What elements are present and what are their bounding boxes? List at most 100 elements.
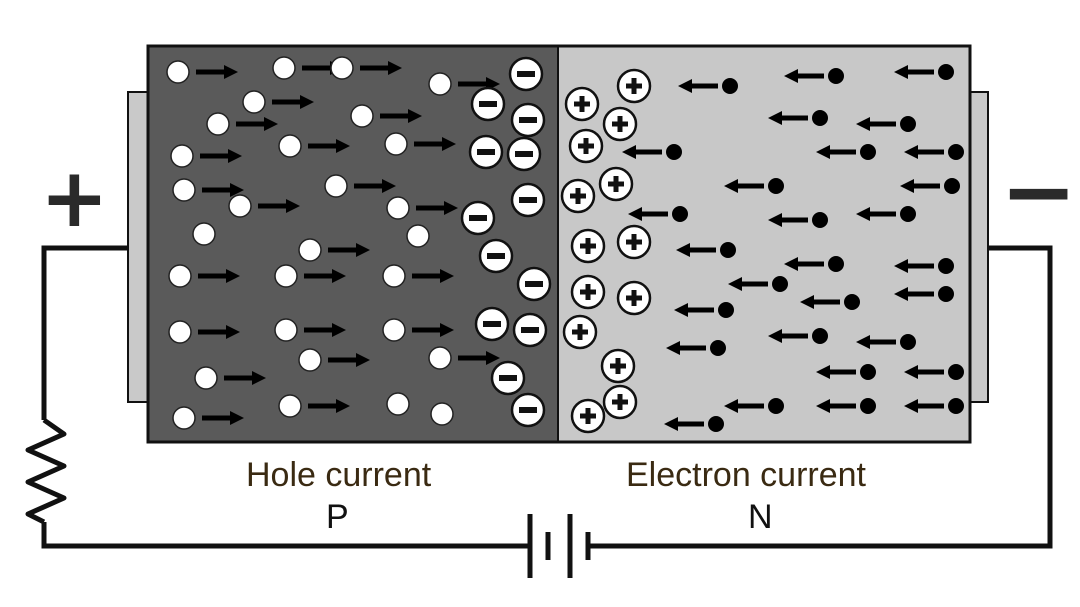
negative-ion-icon xyxy=(510,102,546,138)
arrow-right-icon xyxy=(458,351,500,365)
negative-ion-icon xyxy=(512,312,548,348)
electron-carrier xyxy=(816,364,876,380)
hole-carrier xyxy=(194,366,266,390)
arrow-left-icon xyxy=(768,329,808,343)
arrow-left-icon xyxy=(674,303,714,317)
hole-carrier xyxy=(382,318,454,342)
positive-ion-icon xyxy=(564,86,600,122)
electron-carrier xyxy=(728,276,788,292)
arrow-right-icon xyxy=(224,371,266,385)
arrow-left-icon xyxy=(724,399,764,413)
hole-carrier xyxy=(168,264,240,288)
electron-carrier xyxy=(664,416,724,432)
positive-ion-icon xyxy=(616,280,652,316)
arrow-right-icon xyxy=(202,183,244,197)
positive-ion-icon xyxy=(570,274,606,310)
carriers-layer xyxy=(166,56,964,434)
hole-carrier xyxy=(382,264,454,288)
arrow-left-icon xyxy=(768,111,808,125)
n-region-caption: Electron current xyxy=(626,456,866,494)
negative-ion-icon xyxy=(510,182,546,218)
hole-carrier xyxy=(350,104,422,128)
arrow-left-icon xyxy=(904,145,944,159)
electron-carrier xyxy=(666,340,726,356)
negative-ion-icon xyxy=(508,56,544,92)
negative-ion-icon xyxy=(510,392,546,428)
arrow-left-icon xyxy=(894,259,934,273)
arrow-right-icon xyxy=(354,179,396,193)
hole-carrier xyxy=(330,56,402,80)
hole-carrier xyxy=(384,132,456,156)
positive-ion-icon xyxy=(598,166,634,202)
arrow-left-icon xyxy=(904,365,944,379)
hole-carrier xyxy=(172,406,244,430)
positive-ion-icon xyxy=(616,224,652,260)
p-region-caption: Hole current xyxy=(246,456,432,494)
arrow-left-icon xyxy=(664,417,704,431)
arrow-right-icon xyxy=(360,61,402,75)
arrow-left-icon xyxy=(728,277,768,291)
positive-ion-icon xyxy=(602,106,638,142)
hole-carrier xyxy=(406,224,430,248)
hole-carrier xyxy=(168,320,240,344)
arrow-left-icon xyxy=(856,117,896,131)
electron-carrier xyxy=(768,110,828,126)
arrow-right-icon xyxy=(304,323,346,337)
arrow-right-icon xyxy=(412,323,454,337)
electron-carrier xyxy=(816,144,876,160)
negative-ion-icon xyxy=(468,134,504,170)
electron-carrier xyxy=(768,328,828,344)
arrow-left-icon xyxy=(628,207,668,221)
arrow-right-icon xyxy=(328,243,370,257)
negative-ion-icon xyxy=(460,200,496,236)
arrow-right-icon xyxy=(412,269,454,283)
arrow-right-icon xyxy=(328,353,370,367)
arrow-right-icon xyxy=(416,201,458,215)
electron-carrier xyxy=(894,64,954,80)
electron-carrier xyxy=(784,68,844,84)
positive-ion-icon xyxy=(568,128,604,164)
arrow-left-icon xyxy=(666,341,706,355)
arrow-left-icon xyxy=(800,295,840,309)
wire-left xyxy=(41,245,128,420)
positive-ion-icon xyxy=(562,314,598,350)
hole-carrier xyxy=(274,318,346,342)
positive-ion-icon xyxy=(560,178,596,214)
negative-terminal-sign: − xyxy=(1000,138,1078,245)
electron-carrier xyxy=(784,256,844,272)
hole-carrier xyxy=(386,392,410,416)
negative-ion-icon xyxy=(506,136,542,172)
arrow-right-icon xyxy=(308,139,350,153)
hole-carrier xyxy=(386,196,458,220)
arrow-right-icon xyxy=(414,137,456,151)
electron-carrier xyxy=(856,334,916,350)
electron-carrier xyxy=(816,398,876,414)
electron-carrier xyxy=(900,178,960,194)
arrow-right-icon xyxy=(200,149,242,163)
electron-carrier xyxy=(676,242,736,258)
arrow-right-icon xyxy=(258,199,300,213)
electron-carrier xyxy=(628,206,688,222)
hole-carrier xyxy=(324,174,396,198)
positive-ion-icon xyxy=(616,68,652,104)
arrow-right-icon xyxy=(198,269,240,283)
electron-carrier xyxy=(856,206,916,222)
arrow-right-icon xyxy=(198,325,240,339)
arrow-left-icon xyxy=(816,399,856,413)
electron-carrier xyxy=(904,398,964,414)
arrow-left-icon xyxy=(622,145,662,159)
hole-carrier xyxy=(278,394,350,418)
wire-right xyxy=(590,245,1053,549)
arrow-left-icon xyxy=(856,335,896,349)
arrow-left-icon xyxy=(856,207,896,221)
arrow-right-icon xyxy=(380,109,422,123)
arrow-left-icon xyxy=(784,69,824,83)
electron-carrier xyxy=(894,258,954,274)
arrow-left-icon xyxy=(784,257,824,271)
p-region-letter: P xyxy=(326,498,349,536)
arrow-right-icon xyxy=(308,399,350,413)
arrow-left-icon xyxy=(724,179,764,193)
arrow-left-icon xyxy=(676,243,716,257)
hole-carrier xyxy=(430,402,454,426)
